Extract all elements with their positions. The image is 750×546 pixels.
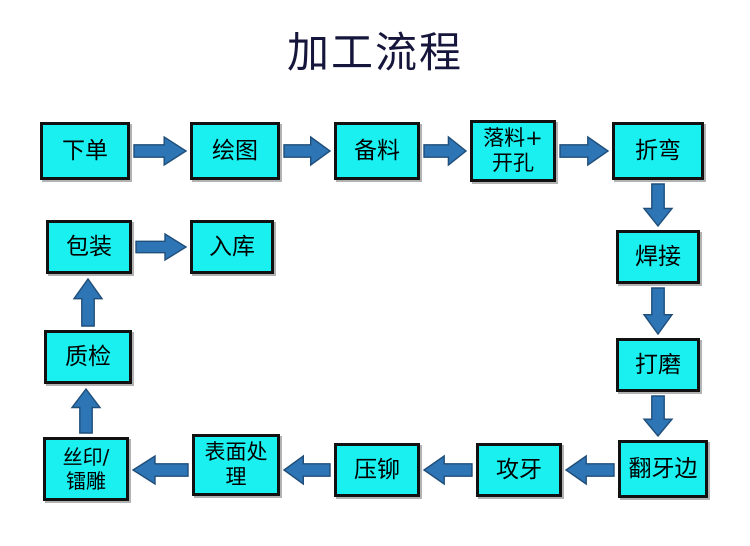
arrow-glyph-left xyxy=(564,454,615,486)
process-node-material[interactable]: 备料 xyxy=(334,122,420,180)
process-node-drawing[interactable]: 绘图 xyxy=(190,122,280,180)
process-node-riveting[interactable]: 压铆 xyxy=(334,443,420,497)
process-node-flanging[interactable]: 翻牙边 xyxy=(618,440,708,498)
arrow-glyph-down xyxy=(642,395,674,438)
arrow-packaging-to-warehousing xyxy=(135,232,188,262)
process-node-warehousing[interactable]: 入库 xyxy=(190,220,274,274)
arrow-glyph-left xyxy=(131,454,189,486)
process-node-inspection[interactable]: 质检 xyxy=(44,330,132,384)
arrow-tapping-to-riveting xyxy=(422,454,473,486)
arrow-grinding-to-flanging xyxy=(642,395,674,438)
arrow-glyph-left xyxy=(422,454,473,486)
process-node-blanking[interactable]: 落料+ 开孔 xyxy=(470,120,556,182)
process-node-tapping[interactable]: 攻牙 xyxy=(476,443,562,497)
arrow-glyph-up xyxy=(72,277,104,327)
arrow-inspection-to-packaging xyxy=(72,277,104,327)
arrow-glyph-left xyxy=(282,454,331,486)
arrow-flanging-to-tapping xyxy=(564,454,615,486)
arrow-silkscreen-to-inspection xyxy=(70,387,102,434)
process-node-bending[interactable]: 折弯 xyxy=(612,122,704,180)
process-node-welding[interactable]: 焊接 xyxy=(616,230,700,284)
arrow-glyph-down xyxy=(642,287,674,336)
arrow-glyph-down xyxy=(642,183,674,228)
process-node-packaging[interactable]: 包装 xyxy=(46,220,132,274)
page-title: 加工流程 xyxy=(286,28,463,77)
arrow-glyph-right xyxy=(559,135,610,167)
arrow-glyph-right xyxy=(135,232,188,262)
arrow-glyph-right xyxy=(423,135,468,167)
process-node-order[interactable]: 下单 xyxy=(40,122,130,180)
arrow-surface-to-silkscreen xyxy=(131,454,189,486)
arrow-glyph-right xyxy=(283,135,332,167)
arrow-drawing-to-material xyxy=(283,135,332,167)
arrow-order-to-drawing xyxy=(133,135,188,167)
arrow-glyph-up xyxy=(70,387,102,434)
process-node-surface[interactable]: 表面处 理 xyxy=(192,434,280,496)
arrow-material-to-blanking xyxy=(423,135,468,167)
arrow-riveting-to-surface xyxy=(282,454,331,486)
arrow-welding-to-grinding xyxy=(642,287,674,336)
process-node-grinding[interactable]: 打磨 xyxy=(616,338,700,392)
arrow-glyph-right xyxy=(133,135,188,167)
process-node-silkscreen[interactable]: 丝印/ 镭雕 xyxy=(43,437,129,501)
arrow-blanking-to-bending xyxy=(559,135,610,167)
arrow-bending-to-welding xyxy=(642,183,674,228)
